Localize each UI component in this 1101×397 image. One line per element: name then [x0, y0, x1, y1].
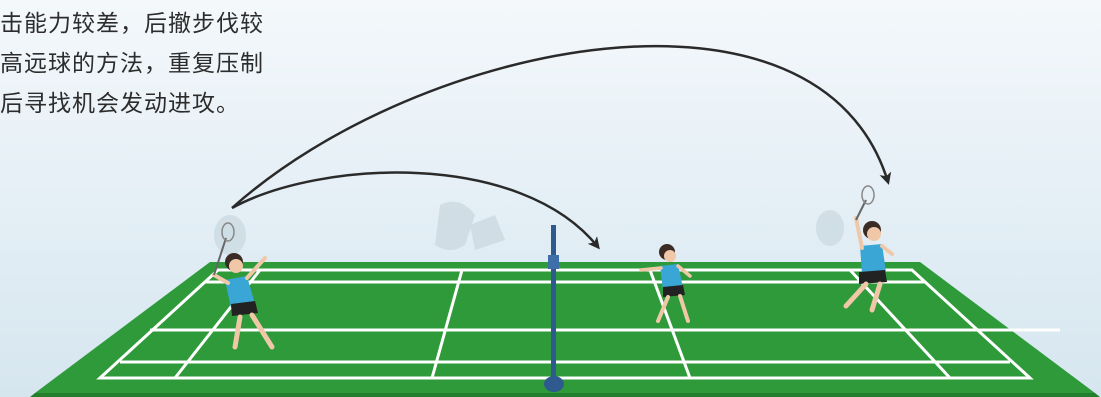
short-trajectory-arrow [232, 173, 598, 247]
badminton-court [30, 262, 1100, 397]
high-clear-trajectory-arrow [232, 46, 888, 208]
background-silhouettes [214, 202, 844, 255]
